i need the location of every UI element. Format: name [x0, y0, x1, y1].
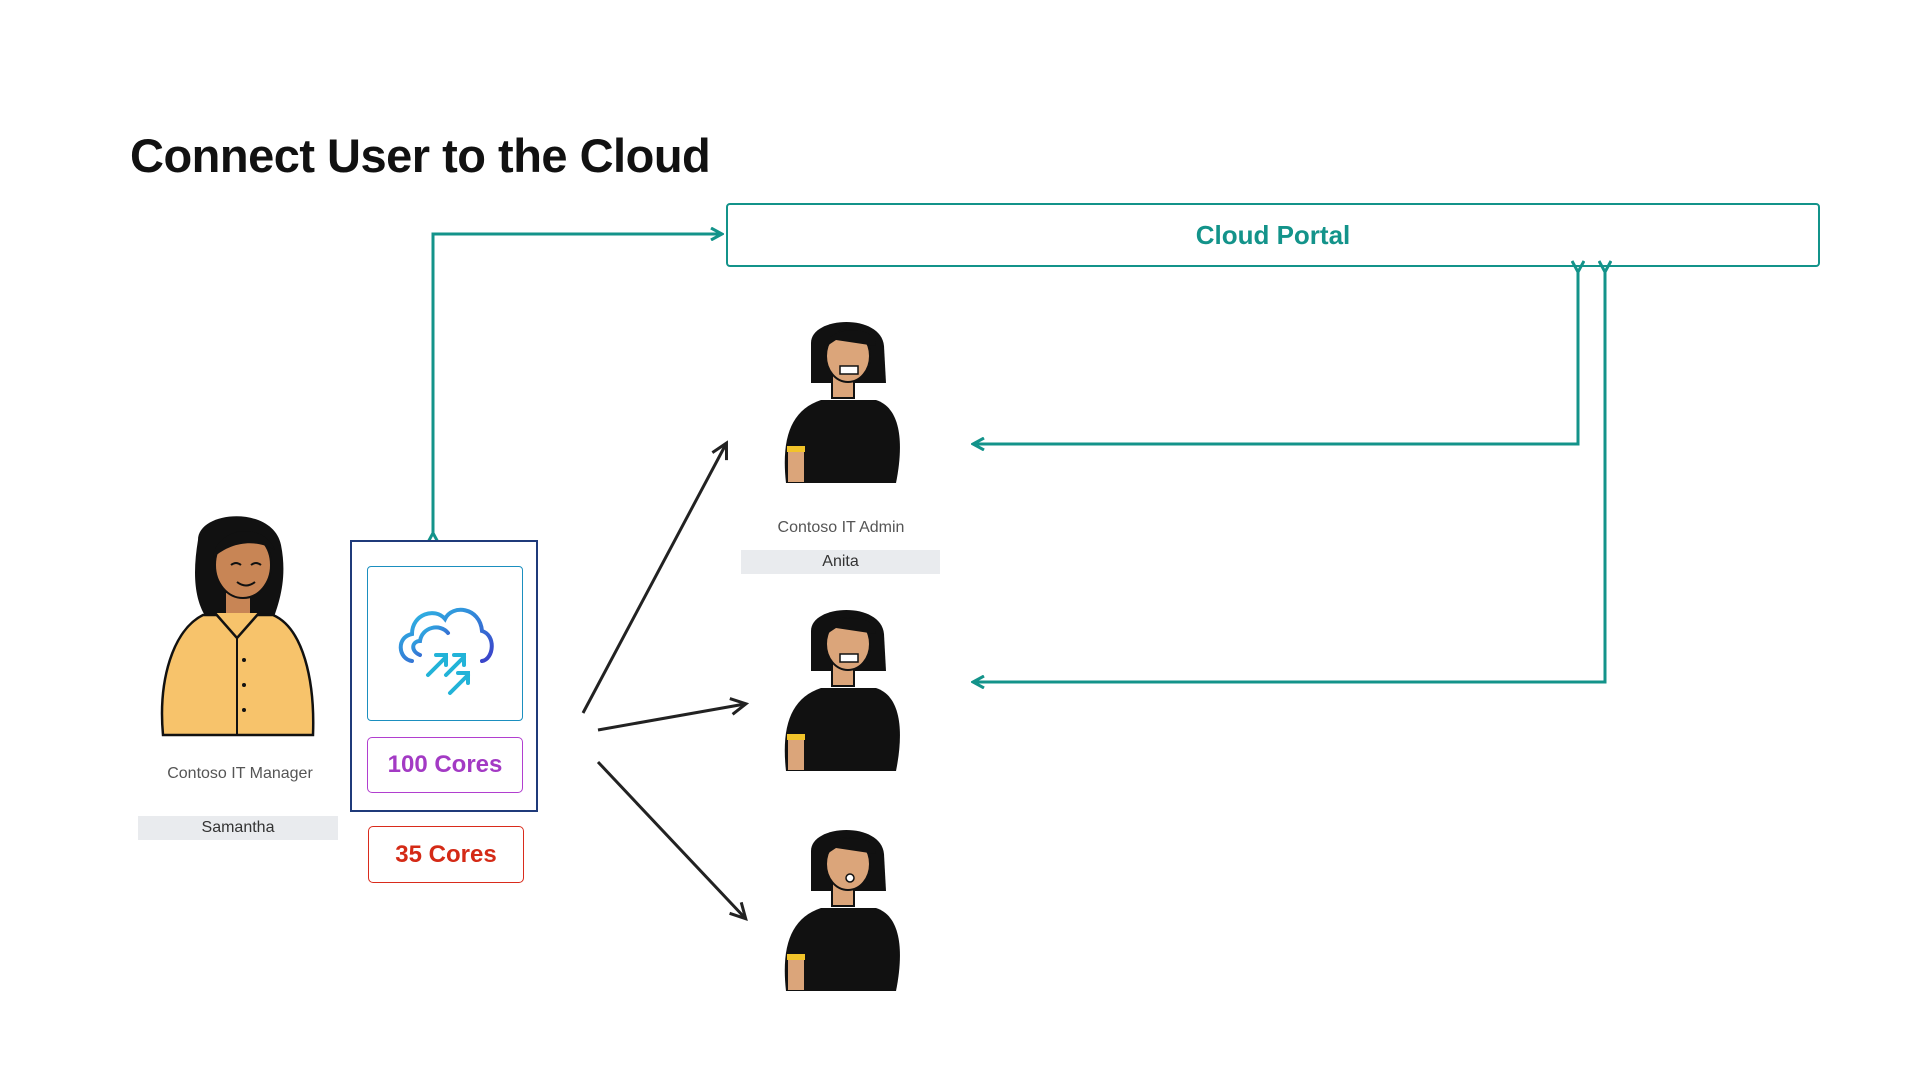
page-title: Connect User to the Cloud — [130, 129, 711, 182]
manager-role: Contoso IT Manager — [167, 765, 313, 782]
manager-name: Samantha — [138, 816, 338, 840]
cloud-portal-label: Cloud Portal — [1195, 219, 1351, 250]
cloud-upload-icon — [398, 607, 494, 695]
cores-allocated-label: 100 Cores — [387, 751, 503, 778]
arrow-to-admin-3 — [596, 760, 745, 918]
admin-illustration-3 — [784, 830, 900, 991]
manager-illustration — [160, 516, 315, 737]
cores-used-box: 35 Cores — [368, 826, 524, 883]
admin-name: Anita — [741, 550, 940, 574]
arrow-to-admin-1 — [581, 444, 726, 714]
admin-illustration-2 — [784, 610, 900, 771]
admin-role: Contoso IT Admin — [777, 519, 905, 536]
admin-illustration-1 — [784, 322, 900, 483]
cores-used-label: 35 Cores — [395, 840, 497, 868]
cores-allocated-box: 100 Cores — [367, 737, 523, 793]
connector-portal-to-admin-2 — [973, 272, 1605, 682]
cloud-tile — [367, 566, 523, 721]
cloud-portal-box[interactable]: Cloud Portal — [726, 203, 1820, 267]
connector-portal-to-admin-1 — [973, 272, 1578, 444]
connector-resource-to-portal — [433, 234, 722, 533]
arrow-to-admin-2 — [597, 704, 745, 732]
